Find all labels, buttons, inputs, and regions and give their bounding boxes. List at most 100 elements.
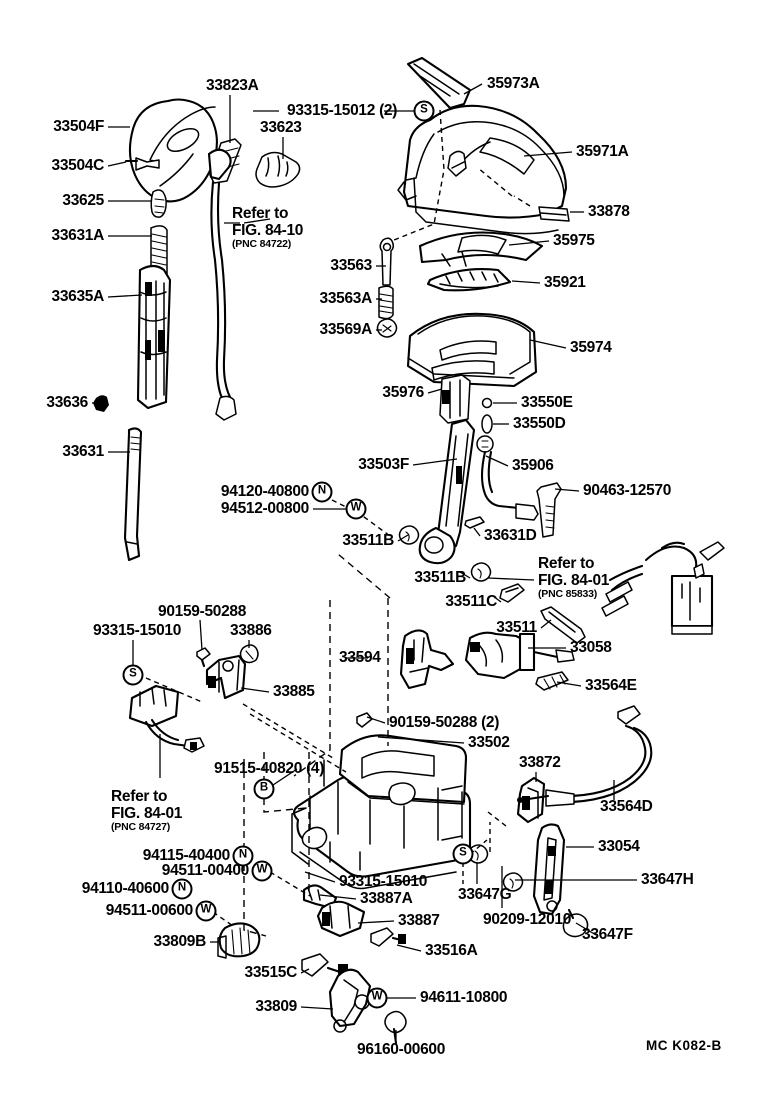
ref-8401-85833-line2: FIG. 84-01 — [538, 571, 610, 589]
part-label-94611-10800: 94611-10800 — [420, 988, 508, 1006]
part-33564e-cable-end — [535, 671, 569, 691]
part-label-33647h: 33647H — [641, 870, 694, 888]
part-label-33511b: 33511B — [342, 531, 394, 549]
part-35975-trim-panel — [418, 231, 544, 267]
part-label-93315-15010: 93315-15010 — [339, 872, 428, 890]
part-35976-bracket — [439, 374, 471, 424]
part-label-33823a: 33823A — [206, 76, 259, 94]
part-label-33564e: 33564E — [585, 676, 637, 694]
cg-s-93315-15012-icon: S — [413, 100, 435, 122]
part-wire-harness-85833 — [601, 541, 725, 635]
ref-8410-line2: FIG. 84-10 — [232, 221, 304, 239]
part-label-94115-40400: 94115-40400 — [142, 846, 231, 864]
part-label-33502: 33502 — [468, 733, 510, 751]
part-label-33647g: 33647G — [458, 885, 512, 903]
part-label-90159-50288: 90159-50288 — [158, 602, 247, 620]
part-label-33569a: 33569A — [319, 320, 373, 338]
part-33564d-cable — [517, 705, 653, 807]
part-label-33511c: 33511C — [445, 592, 497, 610]
part-label-33878: 33878 — [588, 202, 630, 220]
ref-8401-84727-pnc: (PNC 84727) — [111, 821, 171, 834]
part-label-33594: 33594 — [339, 648, 381, 666]
part-wire-harness-84727 — [128, 684, 205, 753]
part-90159-50288-screw — [196, 647, 211, 668]
part-33631-rod — [123, 427, 143, 562]
part-33809-lever — [328, 968, 372, 1033]
part-33511c-bushing — [499, 583, 525, 603]
part-35971a-console-cover — [397, 104, 568, 235]
cg-n-94120-40800-icon: N — [311, 481, 333, 503]
part-33631d-pin — [464, 516, 485, 529]
part-label-35973a: 35973A — [487, 74, 540, 92]
part-33550e-washer — [481, 397, 493, 409]
part-33511b-clip-1 — [398, 525, 420, 545]
part-33504c-screw — [124, 157, 160, 171]
part-35921-indicator-plate — [426, 268, 512, 292]
part-label-33809b: 33809B — [153, 932, 207, 950]
part-label-33515c: 33515C — [244, 963, 298, 981]
part-33054-lever — [532, 823, 566, 916]
cg-s-93315-15010-bottom-icon: S — [452, 843, 474, 865]
part-90463-12570-clamp — [536, 482, 562, 538]
part-label-96160-00600: 96160-00600 — [357, 1040, 446, 1058]
part-label-90159-50288-2: 90159-50288 (2) — [389, 713, 500, 731]
part-label-33564d: 33564D — [600, 797, 653, 815]
part-label-93315-15012-2: 93315-15012 (2) — [287, 101, 398, 119]
part-label-33504c: 33504C — [51, 156, 105, 174]
ref-8410-pnc: (PNC 84722) — [232, 238, 292, 251]
part-label-33511b: 33511B — [414, 568, 466, 586]
part-label-35906: 35906 — [512, 456, 554, 474]
part-33636-clip — [93, 395, 109, 412]
part-label-35975: 35975 — [553, 231, 595, 249]
part-label-90463-12570: 90463-12570 — [583, 481, 672, 499]
part-33878-clip — [538, 206, 570, 222]
cg-w-94511-00400-icon: W — [251, 860, 273, 882]
part-33502-housing — [291, 734, 472, 890]
part-shift-lock-cable — [207, 148, 237, 421]
part-label-94120-40800: 94120-40800 — [220, 482, 309, 500]
part-label-33809: 33809 — [255, 997, 297, 1015]
part-35906-cable — [476, 435, 539, 521]
part-label-35971a: 35971A — [576, 142, 629, 160]
ref-8401-85833-pnc: (PNC 85833) — [538, 588, 598, 601]
part-33887a-link — [302, 884, 338, 910]
part-label-33887a: 33887A — [360, 889, 413, 907]
part-label-33511: 33511 — [496, 618, 537, 636]
cg-n-94115-40400-icon: N — [232, 845, 254, 867]
cg-w-94512-00800-icon: W — [345, 498, 367, 520]
ref-8401-84727-line2: FIG. 84-01 — [111, 804, 183, 822]
part-33516a-pin — [370, 927, 406, 947]
ref-8410-line1: Refer to — [232, 205, 289, 222]
part-label-94110-40600: 94110-40600 — [81, 879, 170, 897]
part-33809b-bushing — [217, 922, 261, 959]
part-33887-bracket — [316, 900, 366, 938]
cg-s-93315-15010-left-icon: S — [122, 664, 144, 686]
part-label-33550d: 33550D — [513, 414, 566, 432]
part-label-33623: 33623 — [260, 118, 302, 136]
part-label-33058: 33058 — [570, 638, 612, 656]
part-33503f-shift-lever — [418, 418, 476, 565]
part-33511-pin — [540, 606, 586, 644]
part-35974-console-body — [406, 312, 538, 388]
part-label-33563: 33563 — [330, 256, 372, 274]
part-label-33550e: 33550E — [521, 393, 573, 411]
cg-b-91515-40820-icon: B — [253, 778, 275, 800]
cg-n-94110-40600-icon: N — [171, 878, 193, 900]
sheet-code: MC K082-B — [646, 1038, 722, 1053]
part-33625-clip — [150, 189, 167, 218]
part-label-33887: 33887 — [398, 911, 440, 929]
part-label-94511-00400: 94511-00400 — [161, 861, 250, 879]
part-label-33516a: 33516A — [425, 941, 478, 959]
part-label-33504f: 33504F — [53, 117, 104, 135]
part-label-35976: 35976 — [382, 383, 424, 401]
part-label-33647f: 33647F — [582, 925, 633, 943]
part-label-33872: 33872 — [519, 753, 561, 771]
part-label-91515-40820-4: 91515-40820 (4) — [214, 759, 325, 777]
part-label-33625: 33625 — [62, 191, 104, 209]
part-33550d-bushing — [481, 414, 493, 434]
